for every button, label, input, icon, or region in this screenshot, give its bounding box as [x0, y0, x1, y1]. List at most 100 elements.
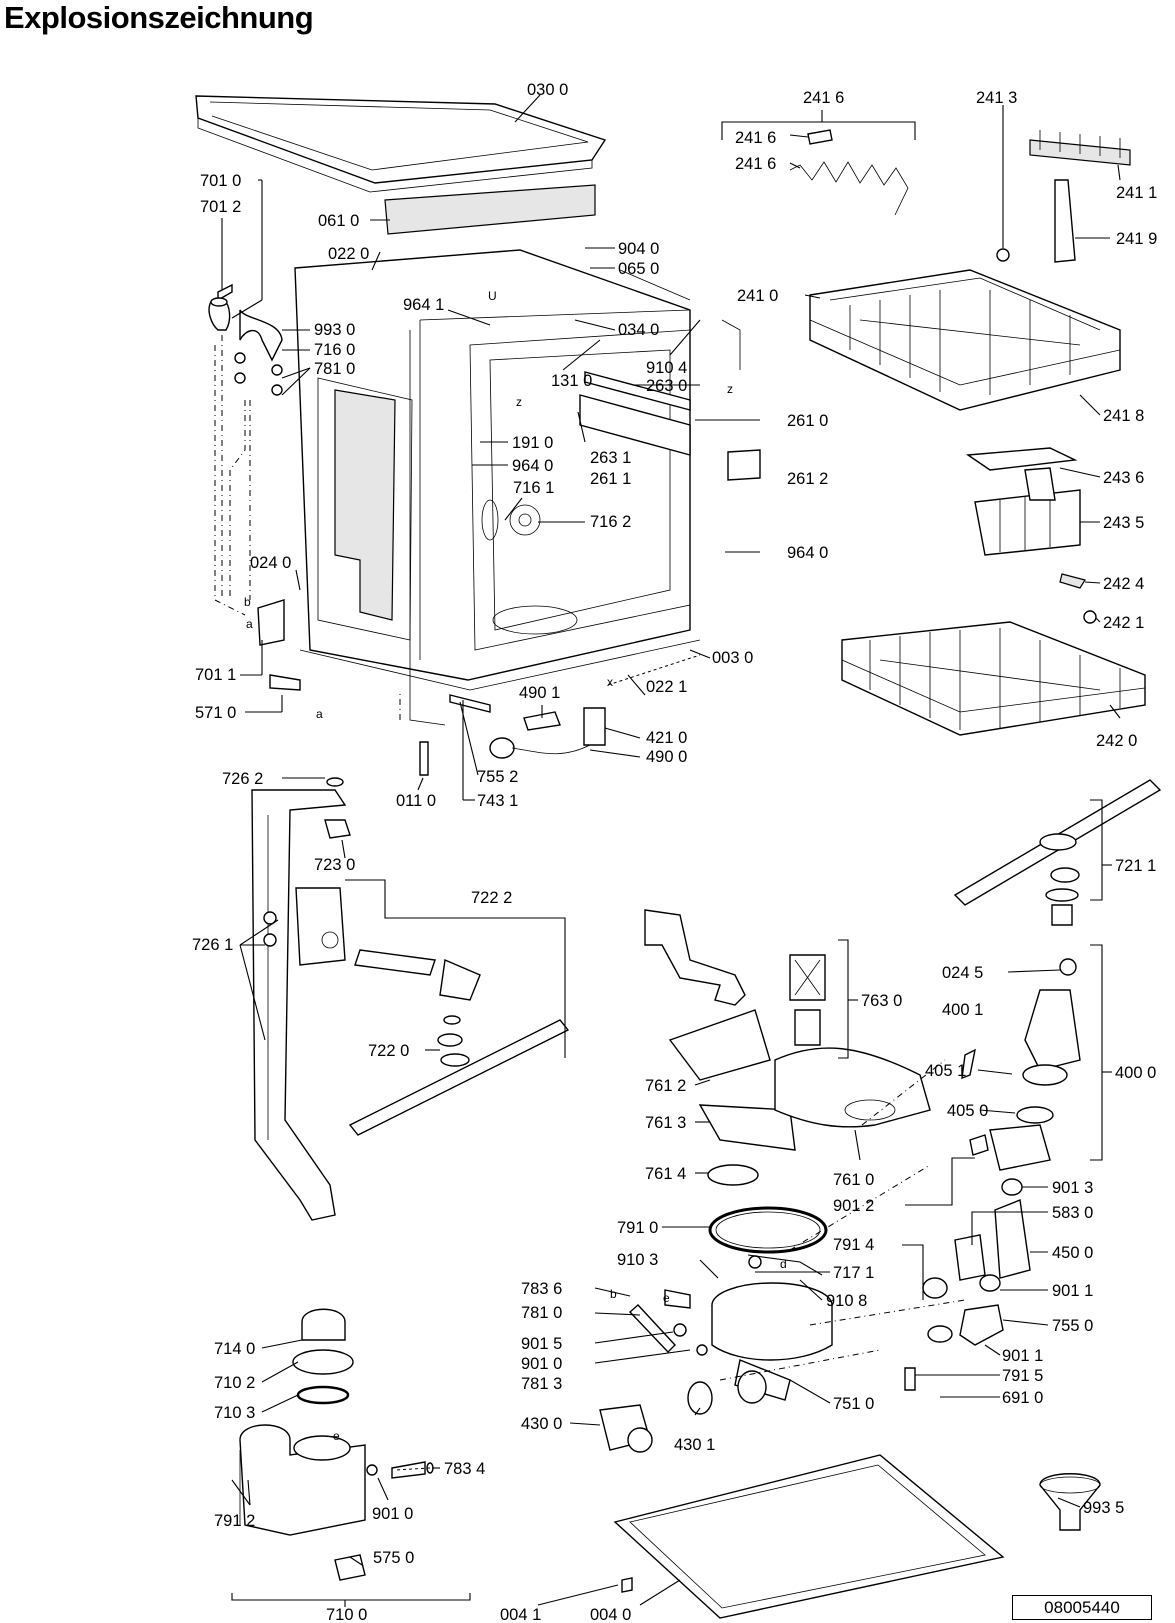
callout-993-0: 993 0 — [314, 321, 355, 339]
connector-letter: d — [780, 1257, 787, 1271]
callout-761-2: 761 2 — [645, 1077, 686, 1095]
callout-964-0b: 964 0 — [787, 544, 828, 562]
callout-722-0: 722 0 — [368, 1042, 409, 1060]
callout-721-1: 721 1 — [1115, 857, 1156, 875]
funnel-part — [1039, 1473, 1101, 1531]
callout-761-0: 761 0 — [833, 1171, 874, 1189]
callout-710-3: 710 3 — [214, 1404, 255, 1422]
inlet-hose-part — [208, 283, 301, 691]
cutlery-basket-part — [965, 447, 1097, 624]
callout-labels: 030 0 061 0 022 0 904 0 065 0 964 1 034 … — [192, 81, 1157, 1623]
callout-964-0a: 964 0 — [512, 457, 553, 475]
lower-basket-part — [841, 621, 1146, 736]
assembly-axes — [221, 335, 966, 1471]
level-sensor-part — [419, 694, 606, 776]
callout-716-1: 716 1 — [513, 479, 554, 497]
connector-letter: x — [607, 675, 613, 689]
insulation-mat-part — [384, 184, 596, 235]
callout-716-2: 716 2 — [590, 513, 631, 531]
base-frame-part — [613, 1454, 1005, 1619]
callout-743-1: 743 1 — [477, 792, 518, 810]
drawing-reference-number: 08005440 — [1012, 1595, 1152, 1620]
callout-242-4: 242 4 — [1103, 575, 1144, 593]
callout-571-0: 571 0 — [195, 704, 236, 722]
callout-583-0: 583 0 — [1052, 1204, 1093, 1222]
connector-letter: a — [316, 707, 323, 721]
callout-701-1: 701 1 — [195, 666, 236, 684]
spray-arm-supply-tube-part — [251, 777, 351, 1221]
callout-405-0: 405 0 — [947, 1102, 988, 1120]
callout-791-4: 791 4 — [833, 1236, 874, 1254]
callout-400-0: 400 0 — [1115, 1064, 1156, 1082]
callout-261-2: 261 2 — [787, 470, 828, 488]
callout-131-0: 131 0 — [551, 372, 592, 390]
callout-701-2: 701 2 — [200, 198, 241, 216]
callout-910-8: 910 8 — [826, 1292, 867, 1310]
callout-763-0: 763 0 — [861, 992, 902, 1010]
callout-904-0: 904 0 — [618, 240, 659, 258]
callout-901-0b: 901 0 — [372, 1505, 413, 1523]
callout-901-5: 901 5 — [521, 1335, 562, 1353]
connector-letter: U — [488, 289, 497, 303]
lower-spray-arm-part — [348, 1015, 570, 1136]
worktop-part — [195, 95, 607, 193]
callout-242-1: 242 1 — [1103, 614, 1144, 632]
callout-910-4: 910 4 — [646, 359, 687, 377]
callout-901-0a: 901 0 — [521, 1355, 562, 1373]
callout-241-3: 241 3 — [976, 89, 1017, 107]
water-softener-part — [239, 1308, 434, 1581]
callout-761-3: 761 3 — [645, 1114, 686, 1132]
connector-letter: e — [333, 1429, 340, 1443]
callout-263-1: 263 1 — [590, 449, 631, 467]
circulation-pump-part — [904, 958, 1081, 1391]
connector-letter: z — [516, 395, 522, 409]
filter-part — [789, 954, 826, 1046]
callout-701-0: 701 0 — [200, 172, 241, 190]
callout-243-5: 243 5 — [1103, 514, 1144, 532]
sump-gasket-part — [708, 1206, 828, 1254]
callout-022-1: 022 1 — [646, 678, 687, 696]
connector-letter: a — [246, 617, 253, 631]
callout-241-6b: 241 6 — [735, 129, 776, 147]
callout-241-6c: 241 6 — [735, 155, 776, 173]
upper-spray-arm-part — [953, 779, 1162, 926]
callout-405-1: 405 1 — [925, 1062, 966, 1080]
callout-783-4: 783 4 — [444, 1460, 485, 1478]
callout-714-0: 714 0 — [214, 1340, 255, 1358]
callout-011-0: 011 0 — [396, 792, 436, 810]
callout-717-1: 717 1 — [833, 1264, 874, 1282]
callout-034-0: 034 0 — [618, 321, 659, 339]
callout-261-1: 261 1 — [590, 470, 631, 488]
callout-791-2: 791 2 — [214, 1512, 255, 1530]
callout-755-0: 755 0 — [1052, 1317, 1093, 1335]
callout-964-1: 964 1 — [403, 296, 444, 314]
connector-letter: b — [244, 595, 251, 609]
callout-241-9: 241 9 — [1116, 230, 1157, 248]
callout-901-3: 901 3 — [1052, 1179, 1093, 1197]
callout-191-0: 191 0 — [512, 434, 553, 452]
callout-261-0: 261 0 — [787, 412, 828, 430]
spray-arm-mount-part — [295, 887, 481, 1001]
callout-241-0: 241 0 — [737, 287, 778, 305]
callout-716-0: 716 0 — [314, 341, 355, 359]
callout-004-0: 004 0 — [590, 1606, 631, 1623]
callout-901-1b: 901 1 — [1002, 1347, 1043, 1365]
connector-letter: b — [610, 1287, 617, 1301]
callout-065-0: 065 0 — [618, 260, 659, 278]
connector-letter: z — [727, 382, 733, 396]
callout-241-6a: 241 6 — [803, 89, 844, 107]
callout-243-6: 243 6 — [1103, 469, 1144, 487]
callout-901-1a: 901 1 — [1052, 1282, 1093, 1300]
callout-781-0a: 781 0 — [314, 360, 355, 378]
callout-490-1: 490 1 — [519, 684, 560, 702]
callout-723-0: 723 0 — [314, 856, 355, 874]
callout-003-0: 003 0 — [712, 649, 753, 667]
callout-781-3: 781 3 — [521, 1375, 562, 1393]
callout-710-2: 710 2 — [214, 1374, 255, 1392]
callout-901-2: 901 2 — [833, 1197, 874, 1215]
connector-letter: e — [663, 1291, 670, 1305]
callout-400-1: 400 1 — [942, 1001, 983, 1019]
sump-part — [628, 1255, 833, 1404]
callout-755-2: 755 2 — [477, 768, 518, 786]
page-title: Explosionszeichnung — [4, 0, 314, 35]
